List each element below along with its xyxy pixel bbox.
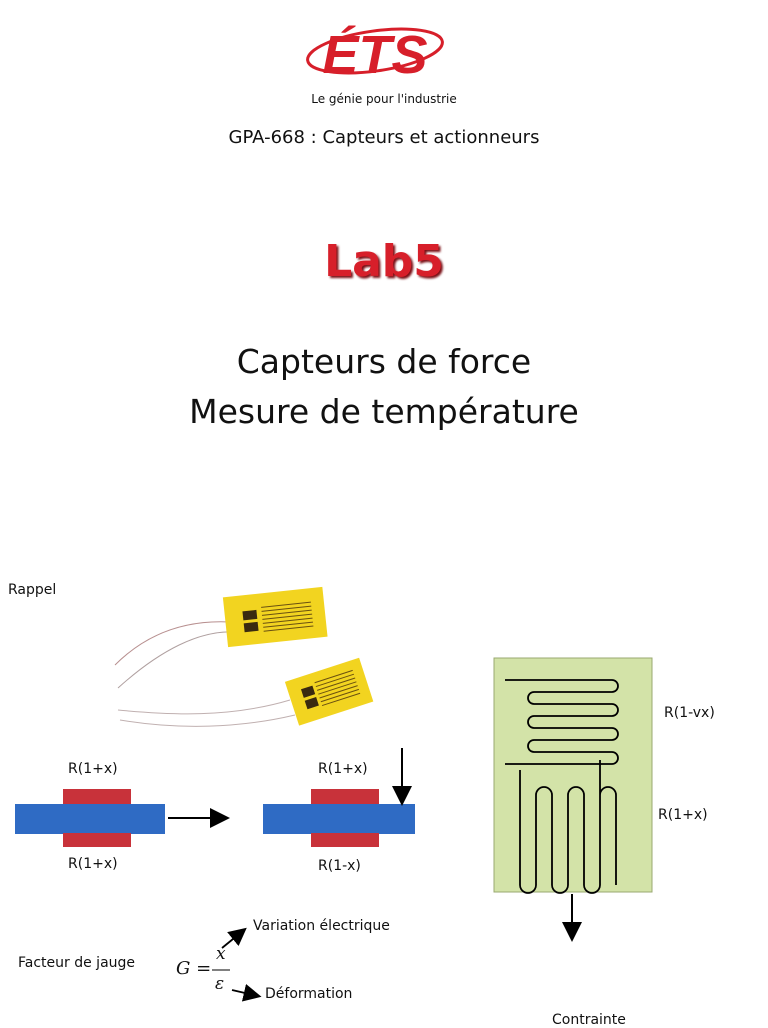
arrow-up-right-icon <box>221 927 247 949</box>
gauge-panel <box>493 657 653 894</box>
rappel-label: Rappel <box>8 582 57 598</box>
beam-unloaded <box>15 789 165 847</box>
formula-numerator: x <box>216 944 226 964</box>
subtitle-line-1: Capteurs de force <box>236 342 532 381</box>
right-bottom-label: R(1+x) <box>658 807 708 823</box>
lab-title: Lab5 <box>324 236 444 287</box>
logo-text: ÉTS <box>322 25 427 85</box>
right-top-label: R(1-vx) <box>664 705 715 721</box>
mid-bottom-label: R(1-x) <box>318 858 361 874</box>
mid-top-label: R(1+x) <box>318 761 368 777</box>
left-bottom-label: R(1+x) <box>68 856 118 872</box>
ets-logo: ÉTS <box>306 25 444 85</box>
stress-label: Contrainte <box>552 1012 626 1028</box>
tagline: Le génie pour l'industrie <box>311 92 457 106</box>
left-top-label: R(1+x) <box>68 761 118 777</box>
beam-loaded <box>263 789 415 847</box>
subtitle-line-2: Mesure de température <box>189 392 579 431</box>
gauge-factor-label: Facteur de jauge <box>18 955 136 971</box>
course-title: GPA-668 : Capteurs et actionneurs <box>228 127 540 148</box>
formula-lhs: G = <box>176 958 212 979</box>
deformation-label: Déformation <box>265 986 353 1002</box>
formula-denominator: ε <box>215 974 225 994</box>
strain-gauge-photo <box>114 586 374 727</box>
arrow-right-small-icon <box>231 983 262 1002</box>
electrical-variation-label: Variation électrique <box>253 918 390 934</box>
strain-gauge-diagram <box>15 586 653 1002</box>
